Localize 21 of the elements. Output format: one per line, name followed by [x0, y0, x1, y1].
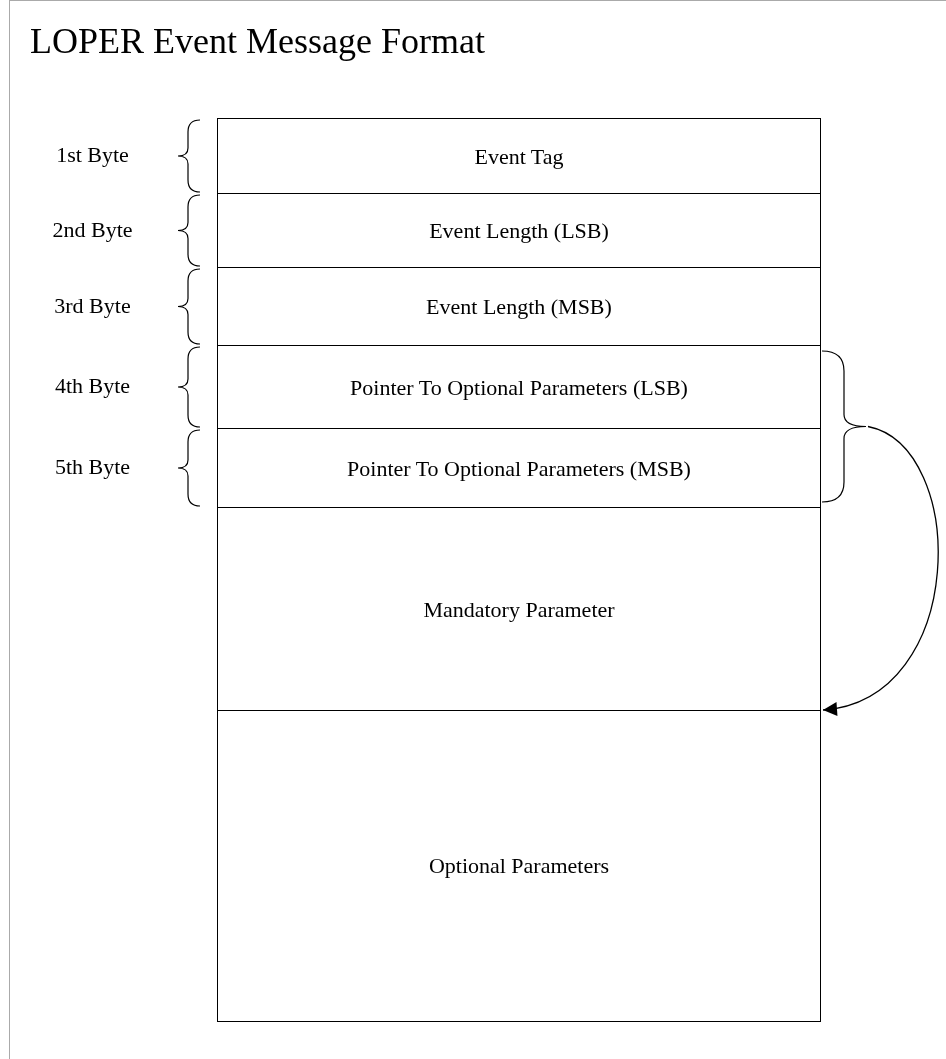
field-row: [217, 193, 821, 269]
byte-label: 2nd Byte: [51, 216, 134, 243]
byte-label: 5th Byte: [53, 454, 132, 480]
field-name: Optional Parameters: [428, 853, 610, 879]
field-name: Pointer To Optional Parameters (MSB): [347, 455, 691, 482]
field-row: [217, 267, 821, 347]
curved-arrow: [821, 350, 939, 714]
field-row: [217, 428, 821, 509]
byte-label: 3rd Byte: [53, 292, 132, 319]
field-row: [217, 710, 821, 1022]
field-name: Mandatory Parameter: [423, 596, 615, 623]
field-row: [217, 507, 821, 712]
field-name: Event Length (LSB): [429, 218, 609, 244]
field-name: Event Tag: [474, 143, 564, 170]
byte-label: 1st Byte: [55, 142, 130, 168]
field-name: Event Length (MSB): [426, 294, 612, 320]
field-name: Pointer To Optional Parameters (LSB): [350, 374, 688, 401]
diagram-title: LOPER Event Message Format: [30, 20, 485, 62]
byte-label: 4th Byte: [53, 373, 132, 399]
field-row: [217, 118, 821, 195]
field-row: [217, 345, 821, 430]
